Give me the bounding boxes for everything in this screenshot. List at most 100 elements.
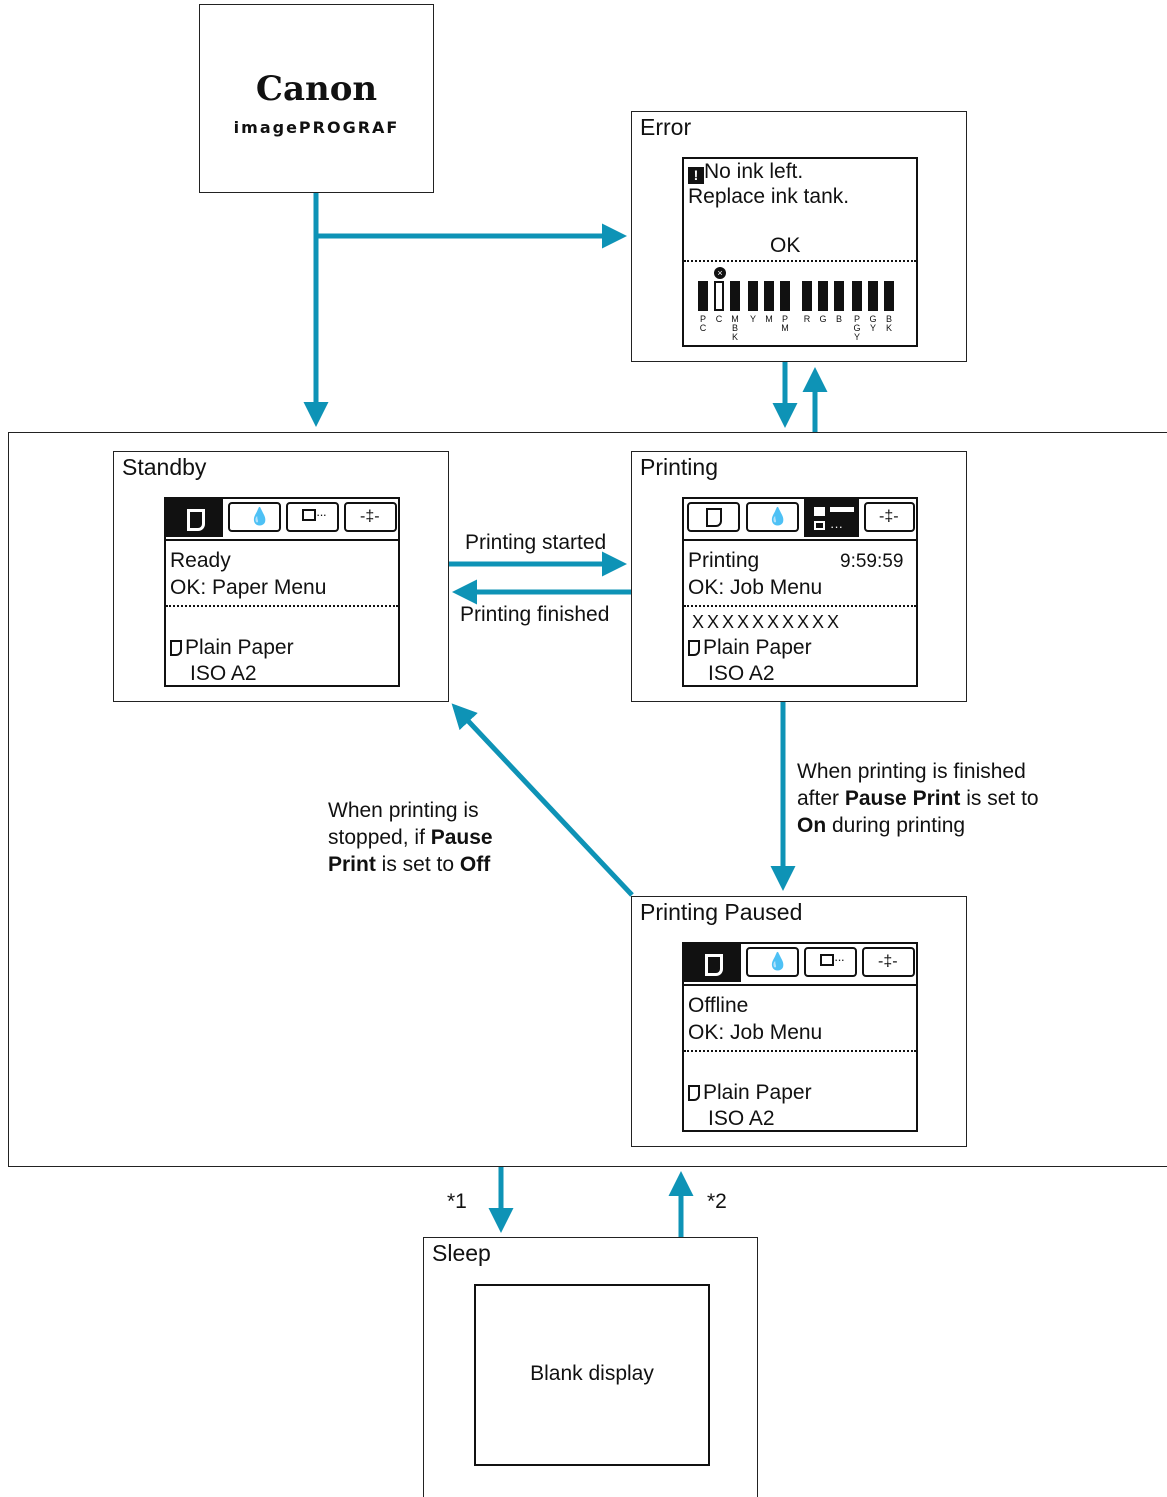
- ink-tank-bar: [802, 281, 812, 311]
- lcd-paused: 💧 ··· -‡- Offline OK: Job Menu Plain Pap…: [682, 942, 918, 1132]
- canon-startup-box: Canon imagePROGRAF: [199, 4, 434, 193]
- settings-icon: -‡-: [879, 508, 899, 525]
- state-error: Error !No ink left. Replace ink tank. OK…: [631, 111, 967, 362]
- printing-time: 9:59:59: [840, 551, 904, 572]
- ink-tank-label: P: [781, 314, 788, 324]
- ink-tank-bar: [852, 281, 862, 311]
- paused-size: ISO A2: [708, 1107, 775, 1130]
- tab-job[interactable]: ···: [286, 502, 339, 532]
- printing-status: Printing: [688, 549, 760, 572]
- ink-tank-bar: [748, 281, 758, 311]
- standby-status: Ready: [170, 549, 231, 572]
- tab-ink[interactable]: 💧: [746, 502, 799, 532]
- canon-logo: Canon: [255, 69, 378, 109]
- tab-settings[interactable]: -‡-: [344, 502, 397, 532]
- ink-tank-label: R: [803, 314, 811, 324]
- ink-tank-bar: [764, 281, 774, 311]
- state-title: Standby: [122, 454, 207, 480]
- label-printing-finished: Printing finished: [460, 603, 610, 626]
- tab-ink[interactable]: 💧: [746, 947, 799, 977]
- state-printing: Printing 💧 ··· -‡- Printing 9:59:59 OK: …: [631, 451, 967, 702]
- ink-tank-bar: [884, 281, 894, 311]
- standby-ok: OK: Paper Menu: [170, 576, 327, 599]
- state-title: Sleep: [432, 1240, 491, 1266]
- ink-tank-label: M: [731, 314, 739, 324]
- ink-tank-label: G: [819, 314, 827, 324]
- ink-tank-label: P: [853, 314, 860, 324]
- ink-tank-bar: [818, 281, 828, 311]
- footnote-1: *1: [447, 1190, 467, 1213]
- arrow-paused-to-standby: [451, 703, 634, 897]
- paper-icon: [688, 1085, 700, 1101]
- lcd-divider: [684, 260, 916, 262]
- paused-ok: OK: Job Menu: [688, 1021, 823, 1044]
- tab-ink[interactable]: 💧: [228, 502, 281, 532]
- ink-tank-label: C: [715, 314, 723, 324]
- ink-tank-label: G: [853, 323, 861, 333]
- ink-tank-bar: [868, 281, 878, 311]
- lcd-standby: 💧 ··· -‡- Ready OK: Paper Menu Plain Pap…: [164, 497, 400, 687]
- state-title: Error: [640, 114, 692, 140]
- tab-paper[interactable]: [166, 499, 223, 537]
- tab-settings[interactable]: -‡-: [864, 502, 915, 532]
- ink-tank-label: Y: [749, 314, 756, 324]
- operating-region-frame: [8, 432, 1167, 1167]
- imageprograf-logo: imagePROGRAF: [233, 118, 400, 137]
- ink-tank-label: Y: [853, 332, 860, 342]
- ink-tank-label: K: [885, 323, 892, 333]
- settings-icon: -‡-: [360, 508, 380, 525]
- error-message-line1: !No ink left.: [688, 160, 803, 184]
- printing-job-name: XXXXXXXXXX: [692, 612, 843, 632]
- state-title: Printing: [640, 454, 718, 480]
- state-standby: Standby 💧 ··· -‡- Ready OK: Paper Menu P…: [113, 451, 449, 702]
- ink-drop-icon: 💧: [767, 507, 789, 526]
- ink-tank-label: B: [835, 314, 842, 324]
- paper-icon: [706, 508, 722, 527]
- tab-job[interactable]: ···: [804, 499, 859, 537]
- lcd-divider: [684, 1050, 916, 1052]
- job-list-icon: [814, 507, 825, 516]
- printing-size: ISO A2: [708, 662, 775, 685]
- tab-job[interactable]: ···: [804, 947, 857, 977]
- ink-tank-label: C: [699, 323, 707, 333]
- lcd-printing: 💧 ··· -‡- Printing 9:59:59 OK: Job Menu …: [682, 497, 918, 687]
- ink-tank-bar: [730, 281, 740, 311]
- standby-paper: Plain Paper: [170, 636, 294, 660]
- settings-icon: -‡-: [878, 953, 898, 970]
- lcd-tab-bar: 💧 ··· -‡-: [684, 499, 916, 541]
- error-message-line2: Replace ink tank.: [688, 185, 850, 208]
- ink-drop-icon: 💧: [767, 952, 789, 971]
- state-printing-paused: Printing Paused 💧 ··· -‡- Offline OK: Jo…: [631, 896, 967, 1147]
- tab-paper[interactable]: [687, 502, 740, 532]
- paper-icon: [187, 509, 205, 531]
- lcd-tab-bar: 💧 ··· -‡-: [166, 499, 398, 541]
- lcd-tab-bar: 💧 ··· -‡-: [684, 944, 916, 986]
- printing-paper: Plain Paper: [688, 636, 812, 660]
- paper-icon: [688, 640, 700, 656]
- tab-paper[interactable]: [684, 944, 741, 982]
- ink-tank-label: K: [731, 332, 738, 342]
- lcd-divider: [166, 605, 398, 607]
- ink-tank-label: B: [731, 323, 738, 333]
- printing-ok: OK: Job Menu: [688, 576, 823, 599]
- paused-paper: Plain Paper: [688, 1081, 812, 1105]
- footnote-2: *2: [707, 1190, 727, 1213]
- paper-icon: [705, 954, 723, 976]
- ink-tank-bar: [834, 281, 844, 311]
- state-sleep: Sleep Blank display: [423, 1237, 758, 1497]
- lcd-divider: [684, 605, 916, 607]
- tab-settings[interactable]: -‡-: [862, 947, 915, 977]
- job-list-icon: [820, 954, 834, 966]
- ink-tank-label: P: [699, 314, 706, 324]
- state-title: Printing Paused: [640, 899, 803, 925]
- empty-ink-mark-icon: ×: [714, 267, 726, 279]
- ink-drop-icon: 💧: [249, 507, 271, 526]
- blank-display-label: Blank display: [530, 1362, 654, 1385]
- label-pause-on: When printing is finished after Pause Pr…: [797, 760, 1039, 837]
- ink-tank-label: B: [885, 314, 892, 324]
- ink-tank-label: Y: [869, 323, 876, 333]
- ink-tank-label: G: [869, 314, 877, 324]
